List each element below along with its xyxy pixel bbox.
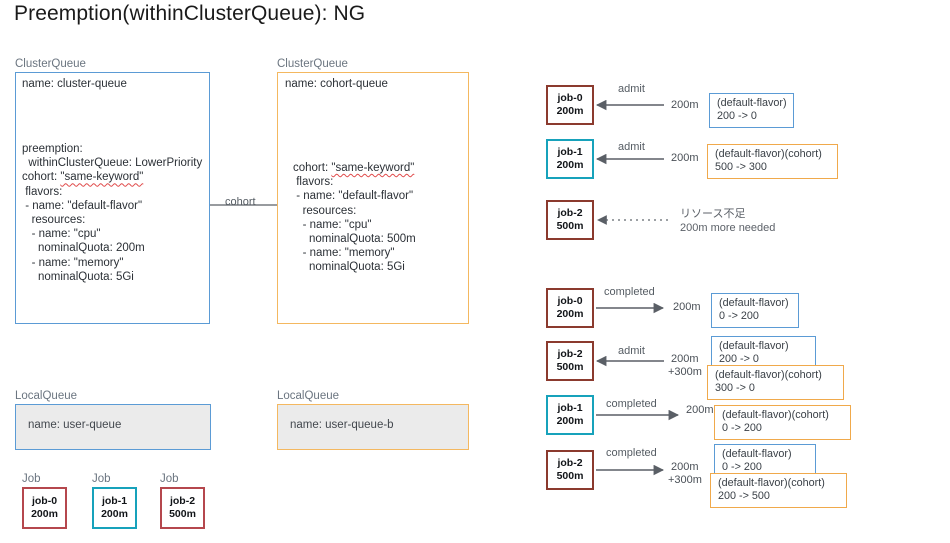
- flow-quota-box-0-0[interactable]: (default-flavor) 200 -> 0: [709, 93, 794, 128]
- flow-job-box-0[interactable]: job-0 200m: [546, 85, 594, 125]
- flow-job-box-5[interactable]: job-1 200m: [546, 395, 594, 435]
- flow-amount-6: 200m: [671, 461, 699, 473]
- localqueue-name-user-queue-b: name: user-queue-b: [290, 419, 394, 431]
- flow-job-amount-3: 200m: [556, 308, 584, 320]
- localqueue-label-left: LocalQueue: [15, 390, 78, 402]
- spec-tail-left: flavors: - name: "default-flavor" resour…: [25, 185, 145, 283]
- flow-job-name-4: job-2: [557, 348, 583, 360]
- quota-flavor-6-1: (default-flavor)(cohort): [718, 477, 825, 489]
- spec-tail-right: flavors: - name: "default-flavor" resour…: [296, 176, 416, 274]
- flow-quota-box-5-0[interactable]: (default-flavor)(cohort) 0 -> 200: [714, 405, 851, 440]
- job-name-0: job-0: [31, 495, 58, 507]
- flow-quota-box-1-0[interactable]: (default-flavor)(cohort) 500 -> 300: [707, 144, 838, 179]
- cohort-connector-label: cohort: [225, 196, 256, 208]
- spec-head-left: preemption: withinClusterQueue: LowerPri…: [22, 143, 203, 184]
- flow-amount-0: 200m: [671, 99, 699, 111]
- quota-transition-3-0: 0 -> 200: [719, 310, 759, 322]
- localqueue-label-right: LocalQueue: [277, 390, 340, 402]
- flow-job-amount-2: 500m: [556, 220, 584, 232]
- flow-job-box-4[interactable]: job-2 500m: [546, 341, 594, 381]
- clusterqueue-name-cluster-queue: name: cluster-queue: [22, 78, 127, 90]
- quota-transition-6-0: 0 -> 200: [722, 461, 762, 473]
- clusterqueue-spec-cohort-queue: cohort: "same-keyword" flavors: - name: …: [293, 161, 416, 275]
- flow-job-amount-5: 200m: [556, 415, 584, 427]
- flow-edge-label-0: admit: [618, 83, 645, 95]
- clusterqueue-label-left: ClusterQueue: [15, 58, 86, 70]
- localqueue-name-user-queue: name: user-queue: [28, 419, 122, 431]
- clusterqueue-box-cohort-queue[interactable]: [277, 72, 469, 324]
- flow-job-name-5: job-1: [557, 402, 583, 414]
- localqueue-box-user-queue[interactable]: name: user-queue: [15, 404, 211, 450]
- job-amount-1: 200m: [101, 508, 128, 520]
- flow-note-2: リソース不足 200m more needed: [680, 208, 776, 234]
- flow-job-box-6[interactable]: job-2 500m: [546, 450, 594, 490]
- flow-edge-label-6: completed: [606, 447, 657, 459]
- job-amount-2: 500m: [169, 508, 196, 520]
- flow-job-name-2: job-2: [557, 207, 583, 219]
- quota-flavor-0-0: (default-flavor): [717, 97, 787, 109]
- localqueue-box-user-queue-b[interactable]: name: user-queue-b: [277, 404, 469, 450]
- flow-edge-label-1: admit: [618, 141, 645, 153]
- quota-flavor-1-0: (default-flavor)(cohort): [715, 148, 822, 160]
- job-name-1: job-1: [101, 495, 128, 507]
- flow-job-amount-1: 200m: [556, 159, 584, 171]
- quota-transition-5-0: 0 -> 200: [722, 422, 762, 434]
- flow-amount-5: 200m: [686, 404, 714, 416]
- flow-edge-label-3: completed: [604, 286, 655, 298]
- spec-keyword-right: "same-keyword": [331, 162, 415, 174]
- quota-flavor-4-0: (default-flavor): [719, 340, 789, 352]
- spec-keyword-left: "same-keyword": [60, 171, 144, 184]
- flow-job-box-3[interactable]: job-0 200m: [546, 288, 594, 328]
- quota-transition-4-0: 200 -> 0: [719, 353, 759, 365]
- job-name-2: job-2: [169, 495, 196, 507]
- clusterqueue-name-cohort-queue: name: cohort-queue: [285, 78, 388, 90]
- quota-transition-1-0: 500 -> 300: [715, 161, 767, 173]
- clusterqueue-box-cluster-queue[interactable]: [15, 72, 210, 324]
- flow-amount-extra-6: +300m: [668, 474, 702, 486]
- spec-head-right: cohort:: [293, 162, 332, 174]
- job-amount-0: 200m: [31, 508, 58, 520]
- quota-transition-0-0: 200 -> 0: [717, 110, 757, 122]
- quota-flavor-4-1: (default-flavor)(cohort): [715, 369, 822, 381]
- job-box-job-2[interactable]: job-2 500m: [160, 487, 205, 529]
- flow-edge-label-4: admit: [618, 345, 645, 357]
- flow-job-name-0: job-0: [557, 92, 583, 104]
- flow-job-amount-6: 500m: [556, 470, 584, 482]
- job-box-job-1[interactable]: job-1 200m: [92, 487, 137, 529]
- job-label-0: Job: [22, 473, 41, 485]
- flow-quota-box-4-1[interactable]: (default-flavor)(cohort) 300 -> 0: [707, 365, 844, 400]
- quota-flavor-3-0: (default-flavor): [719, 297, 789, 309]
- flow-job-name-6: job-2: [557, 457, 583, 469]
- quota-flavor-6-0: (default-flavor): [722, 448, 792, 460]
- flow-job-name-1: job-1: [557, 146, 583, 158]
- job-label-2: Job: [160, 473, 179, 485]
- flow-job-box-2[interactable]: job-2 500m: [546, 200, 594, 240]
- flow-amount-1: 200m: [671, 152, 699, 164]
- flow-quota-box-6-1[interactable]: (default-flavor)(cohort) 200 -> 500: [710, 473, 847, 508]
- job-label-1: Job: [92, 473, 111, 485]
- flow-job-amount-4: 500m: [556, 361, 584, 373]
- quota-flavor-5-0: (default-flavor)(cohort): [722, 409, 829, 421]
- quota-transition-4-1: 300 -> 0: [715, 382, 755, 394]
- clusterqueue-spec-cluster-queue: preemption: withinClusterQueue: LowerPri…: [22, 142, 202, 284]
- flow-job-box-1[interactable]: job-1 200m: [546, 139, 594, 179]
- flow-quota-box-3-0[interactable]: (default-flavor) 0 -> 200: [711, 293, 799, 328]
- job-box-job-0[interactable]: job-0 200m: [22, 487, 67, 529]
- flow-amount-4: 200m: [671, 353, 699, 365]
- flow-edge-label-5: completed: [606, 398, 657, 410]
- clusterqueue-label-right: ClusterQueue: [277, 58, 348, 70]
- flow-amount-extra-4: +300m: [668, 366, 702, 378]
- flow-job-amount-0: 200m: [556, 105, 584, 117]
- flow-job-name-3: job-0: [557, 295, 583, 307]
- flow-amount-3: 200m: [673, 301, 701, 313]
- page-title: Preemption(withinClusterQueue): NG: [14, 2, 366, 25]
- quota-transition-6-1: 200 -> 500: [718, 490, 770, 502]
